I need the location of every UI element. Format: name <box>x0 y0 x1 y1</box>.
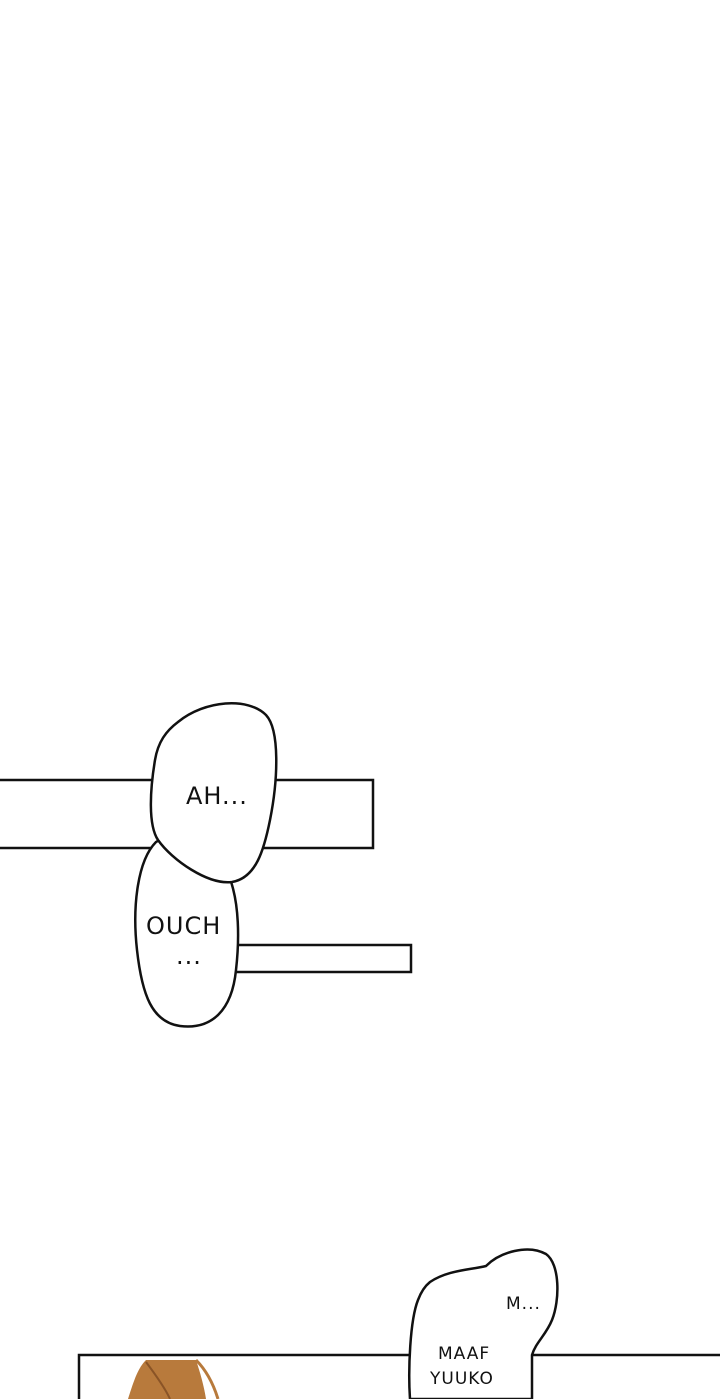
bubble-text-yuuko: YUUKO <box>430 1369 494 1389</box>
character-hair-strand <box>194 1358 220 1399</box>
bubble-text-m: M... <box>506 1294 541 1314</box>
bubble-text-ouch: OUCH <box>146 912 222 940</box>
character-hair-shadow <box>145 1361 171 1399</box>
bubble-text-maaf: MAAF <box>438 1344 491 1364</box>
bubble-text-ouch-ellipsis: ... <box>176 942 202 970</box>
speech-bubble-maaf <box>408 1248 559 1399</box>
character-hair <box>128 1360 206 1399</box>
bubble-text-ah: AH... <box>186 782 248 810</box>
speech-bubble-ah <box>149 702 278 884</box>
caption-bar-lower <box>223 943 413 974</box>
